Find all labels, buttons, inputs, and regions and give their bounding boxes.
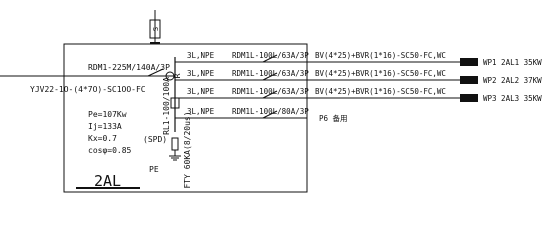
- circuit-terminal: [460, 94, 478, 102]
- top-device-box: [149, 19, 161, 39]
- circuit-breaker: RDM1L-100L/63A/3P: [232, 69, 309, 78]
- circuit-row: 3L,NPE RDM1L-100L/80A/3P P6 备用: [175, 107, 348, 123]
- circuit-cable: BV(4*25)+BVR(1*16)-SC50-FC,WC: [315, 51, 446, 60]
- circuit-terminal: [460, 58, 478, 66]
- circuit-phase: 3L,NPE: [187, 107, 215, 116]
- load-pe: Pe=107Kw: [88, 110, 127, 119]
- circuit-breaker: RDM1L-100L/80A/3P: [232, 107, 309, 116]
- load-cos: cosφ=0.85: [88, 146, 132, 155]
- circuit-dest: WP3 2AL3 35KW: [483, 94, 542, 103]
- spd-device-box: [171, 137, 179, 151]
- spd-device-label: FTY 60KA(8/20us): [183, 111, 192, 188]
- meter-circle: [165, 71, 175, 81]
- circuit-terminal: [460, 76, 478, 84]
- circuit-cable: BV(4*25)+BVR(1*16)-SC50-FC,WC: [315, 87, 446, 96]
- spd-breaker-label: RL1-100/100A: [162, 77, 171, 135]
- circuit-dest: P6 备用: [319, 113, 348, 123]
- circuit-switch: [262, 72, 278, 81]
- ground-label: PE: [149, 165, 159, 174]
- top-device-label: S: [152, 27, 160, 31]
- main-breaker-label: RDM1-225M/140A/3P: [88, 63, 170, 72]
- load-ij: Ij=133A: [88, 122, 122, 131]
- circuit-row: 3L,NPE RDM1L-100L/63A/3P BV(4*25)+BVR(1*…: [175, 51, 542, 67]
- circuit-switch: [262, 54, 278, 63]
- circuit-switch: [262, 90, 278, 99]
- panel-diagram: YJV22-1O-(4*7O)-SC1OO-FC RDM1-225M/140A/…: [0, 10, 542, 193]
- circuit-phase: 3L,NPE: [187, 69, 215, 78]
- circuit-breaker: RDM1L-100L/63A/3P: [232, 51, 309, 60]
- circuit-switch: [262, 110, 278, 119]
- main-breaker-switch: [147, 68, 164, 77]
- circuit-phase: 3L,NPE: [187, 87, 215, 96]
- panel-name: 2AL: [94, 172, 121, 190]
- circuit-cable: BV(4*25)+BVR(1*16)-SC50-FC,WC: [315, 69, 446, 78]
- meter-label: R: [173, 73, 182, 78]
- load-kx: Kx=0.7: [88, 134, 117, 143]
- circuit-row: 3L,NPE RDM1L-100L/63A/3P BV(4*25)+BVR(1*…: [175, 69, 542, 85]
- circuit-breaker: RDM1L-100L/63A/3P: [232, 87, 309, 96]
- circuit-dest: WP2 2AL2 37KW: [483, 76, 542, 85]
- incoming-cable-label: YJV22-1O-(4*7O)-SC1OO-FC: [30, 85, 146, 94]
- circuit-phase: 3L,NPE: [187, 51, 215, 60]
- circuit-dest: WP1 2AL1 35KW: [483, 58, 542, 67]
- spd-label: (SPD): [143, 135, 167, 144]
- circuit-row: 3L,NPE RDM1L-100L/63A/3P BV(4*25)+BVR(1*…: [175, 87, 542, 103]
